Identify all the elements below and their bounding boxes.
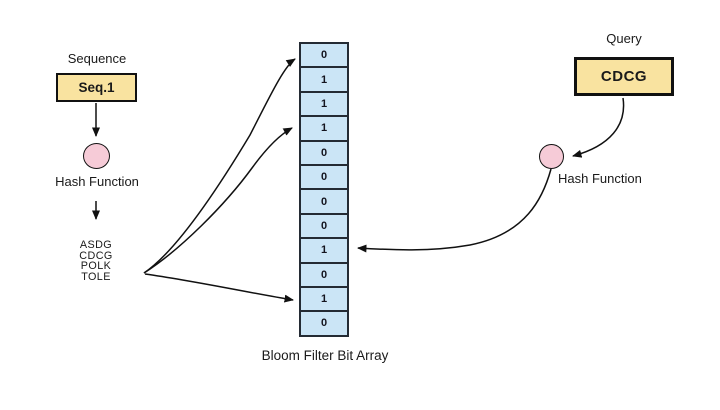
bit-cell: 1	[299, 237, 349, 264]
curve-kmers-to-cell10	[144, 273, 294, 303]
bit-cell: 0	[299, 310, 349, 337]
bit-cell: 0	[299, 188, 349, 215]
sequence-hash-function-circle	[83, 143, 110, 169]
bit-cell: 0	[299, 42, 349, 69]
bit-cell: 0	[299, 261, 349, 288]
query-hash-function-circle	[539, 144, 564, 169]
bit-cell: 0	[299, 139, 349, 166]
kmer-item: ASDG	[79, 239, 113, 251]
sequence-box: Seq.1	[56, 73, 137, 102]
bit-cell: 0	[299, 212, 349, 240]
kmer-item: CDCG	[79, 249, 113, 262]
query-box: CDCG	[574, 57, 674, 96]
kmer-item: TOLE	[81, 270, 111, 283]
curve-kmers-to-cell3	[143, 127, 293, 274]
bit-cell: 1	[299, 285, 349, 313]
query-hash-function-label: Hash Function	[558, 171, 642, 186]
curve-hash-to-cell8	[357, 168, 552, 253]
bit-array-label: Bloom Filter Bit Array	[261, 348, 389, 363]
query-label: Query	[606, 31, 642, 46]
curve-kmers-to-cell0	[143, 58, 296, 274]
bit-cell: 1	[299, 90, 349, 118]
bit-cell: 1	[299, 115, 349, 142]
sequence-label: Sequence	[67, 51, 127, 66]
sequence-hash-function-label: Hash Function	[55, 174, 139, 189]
query-box-text: CDCG	[600, 68, 648, 85]
kmer-item: POLK	[80, 260, 112, 273]
bit-cell: 0	[299, 163, 349, 191]
curve-querybox-to-hash	[572, 97, 625, 158]
sequence-box-text: Seq.1	[78, 80, 115, 95]
bit-cell: 1	[299, 66, 349, 93]
